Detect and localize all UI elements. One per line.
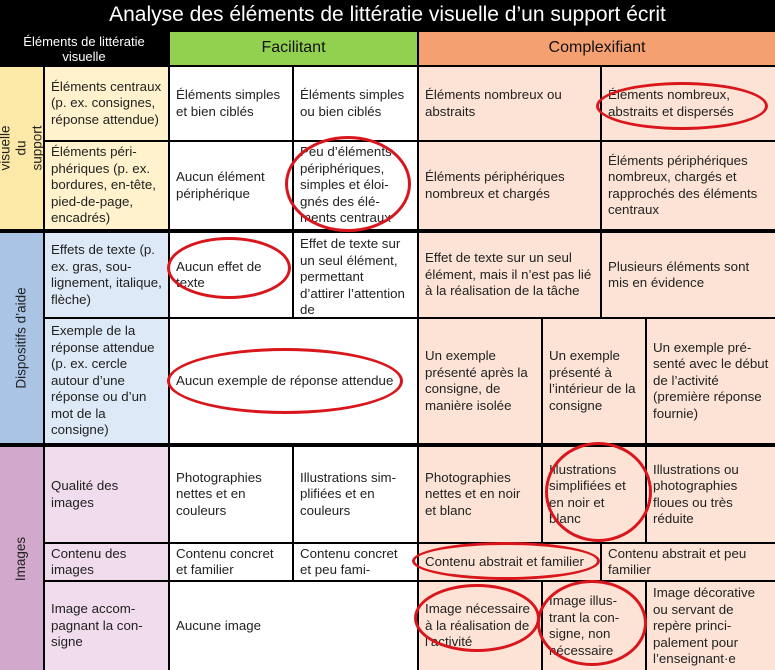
- cell-effets-c1: Effet de texte sur un seul élément, mais…: [419, 233, 600, 317]
- row-label-exemple: Exemple de la réponse atten­due (p. ex. …: [45, 319, 168, 443]
- cell-effets-f2: Effet de texte sur un seul élé­ment, per…: [294, 233, 417, 317]
- row-label-peripheriques: Éléments péri­phériques (p. ex. bordures…: [45, 142, 168, 229]
- cell-effets-c2: Plusieurs éléments sont mis en évidence: [602, 233, 775, 317]
- row-label-contenu: Contenu des images: [45, 544, 168, 580]
- cell-centraux-f2: Éléments simples ou bien ciblés: [294, 67, 417, 140]
- cell-peripheriques-f2: Peu d’éléments périphériques, simples et…: [294, 142, 417, 229]
- cell-qualite-c1: Photographies nettes et en noir et blanc: [419, 447, 541, 542]
- cell-accompagnant-c3: Image décora­tive ou servant de repère p…: [647, 582, 775, 670]
- cell-centraux-f1: Éléments simples et bien ciblés: [170, 67, 292, 140]
- cell-qualite-f1: Photographies nettes et en couleurs: [170, 447, 292, 542]
- cell-contenu-c2: Contenu abstrait et peu familier: [602, 544, 775, 580]
- header-facilitant: Facilitant: [170, 32, 417, 65]
- cell-qualite-c3: Illustrations ou photographies floues ou…: [647, 447, 775, 542]
- cell-exemple-c1: Un exemple présenté après la consigne, d…: [419, 319, 541, 443]
- row-label-qualite: Qualité des images: [45, 447, 168, 542]
- cell-contenu-f1: Contenu con­cret et familier: [170, 544, 292, 580]
- cell-exemple-f: Aucun exemple de réponse atten­due: [170, 319, 417, 443]
- cell-accompagnant-c1: Image néces­saire à la réalisa­tion de l…: [419, 582, 541, 670]
- header-elements: Éléments de littératie visuelle: [0, 32, 168, 65]
- cell-exemple-c3: Un exemple pré­senté avec le début de l’…: [647, 319, 775, 443]
- row-label-accompagnant: Image accom­pagnant la con­signe: [45, 582, 168, 670]
- cell-peripheriques-c2: Éléments périphériques nombreux, chargés…: [602, 142, 775, 229]
- cell-qualite-f2: Illustrations sim­plifiées et en couleur…: [294, 447, 417, 542]
- cell-contenu-f2: Contenu con­cret et peu fami-: [294, 544, 417, 580]
- page-title: Analyse des éléments de littératie visue…: [109, 3, 666, 26]
- cell-effets-f1: Aucun effet de texte: [170, 233, 292, 317]
- row-label-centraux: Éléments cen­traux (p. ex. consignes, ré…: [45, 67, 168, 140]
- cell-peripheriques-f1: Aucun élément périphérique: [170, 142, 292, 229]
- cell-centraux-c1: Éléments nombreux ou abstraits: [419, 67, 600, 140]
- cell-accompagnant-c2: Image illus­trant la con­signe, non néce…: [543, 582, 645, 670]
- cell-contenu-c1: Contenu abstrait et fami­lier: [419, 544, 600, 580]
- header-complexifiant: Complexifiant: [419, 32, 775, 65]
- cell-accompagnant-f: Aucune image: [170, 582, 417, 670]
- group-charge-label: Charge visuelle du support écrit: [0, 67, 43, 229]
- cell-exemple-c2: Un exemple présenté à l’intérieur de la …: [543, 319, 645, 443]
- cell-peripheriques-c1: Éléments périphériques nombreux et charg…: [419, 142, 600, 229]
- cell-qualite-c2: Illustrations simplifiées et en noir et …: [543, 447, 645, 542]
- row-label-effets: Effets de texte (p. ex. gras, sou­lignem…: [45, 233, 168, 317]
- cell-centraux-c2: Éléments nombreux, abstraits et dispersé…: [602, 67, 775, 140]
- group-dispositifs-label: Dispositifs d’aide: [0, 233, 43, 443]
- group-images-label: Images: [0, 447, 43, 670]
